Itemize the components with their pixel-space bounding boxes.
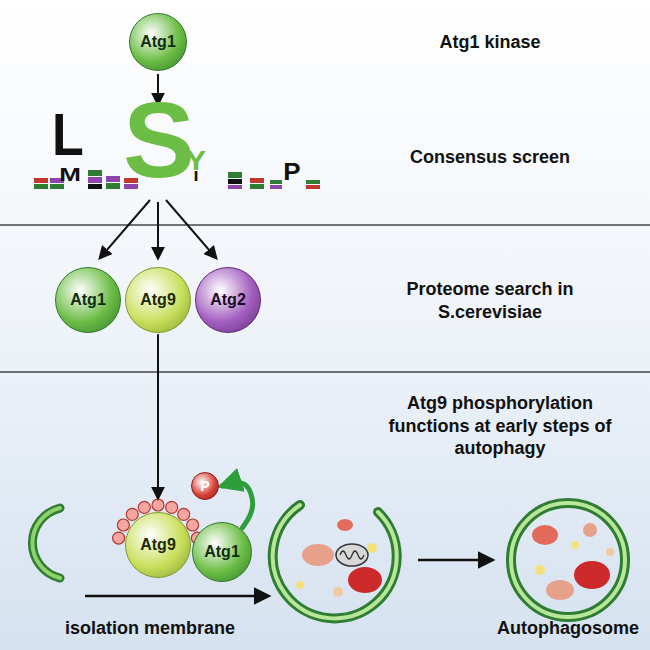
cargo <box>296 519 382 597</box>
autophagosome <box>511 503 625 617</box>
node-label: Atg1 <box>204 543 240 561</box>
autophagosome <box>511 503 625 617</box>
cargo <box>532 523 614 600</box>
node-label: Atg9 <box>140 291 176 309</box>
arrow <box>157 202 159 258</box>
node-label: Atg9 <box>140 536 176 554</box>
annotation-label: Atg9 phosphorylation functions at early … <box>375 392 625 460</box>
phagophore <box>273 505 397 618</box>
logo-letter: M <box>50 166 90 184</box>
protein-circle: Atg2 <box>195 267 261 333</box>
arrow <box>166 200 216 258</box>
isolation-membrane <box>32 508 60 578</box>
annotation-label: Autophagosome <box>493 617 643 640</box>
divider <box>0 371 650 373</box>
connector-arrow <box>157 335 159 498</box>
phagophore <box>273 505 397 618</box>
node-label: Atg1 <box>70 291 106 309</box>
logo-letter: I <box>176 169 216 183</box>
connector-arrow <box>222 482 253 527</box>
arrow <box>85 595 268 598</box>
protein-circle: Atg9 <box>125 512 191 578</box>
isolation-membrane <box>32 508 60 578</box>
logo-letter: P <box>272 161 312 184</box>
annotation-label: Proteome search in S.cerevisiae <box>375 278 605 323</box>
node-label: Atg2 <box>210 291 246 309</box>
protein-circle: Atg1 <box>55 267 121 333</box>
phospho-circle: P <box>191 472 219 500</box>
annotation-label: Atg1 kinase <box>370 31 610 54</box>
divider <box>0 224 650 226</box>
arrow <box>418 559 492 562</box>
logo-letter: S <box>123 86 193 194</box>
node-label: P <box>200 478 209 494</box>
protein-circle: Atg9 <box>125 267 191 333</box>
logo-letter: L <box>48 104 88 164</box>
annotation-label: isolation membrane <box>40 617 260 640</box>
node-label: Atg1 <box>140 33 176 51</box>
annotation-label: Consensus screen <box>370 146 610 169</box>
arrow <box>100 200 150 258</box>
kinase-circle: Atg1 <box>192 522 252 582</box>
kinase-circle: Atg1 <box>129 13 187 71</box>
